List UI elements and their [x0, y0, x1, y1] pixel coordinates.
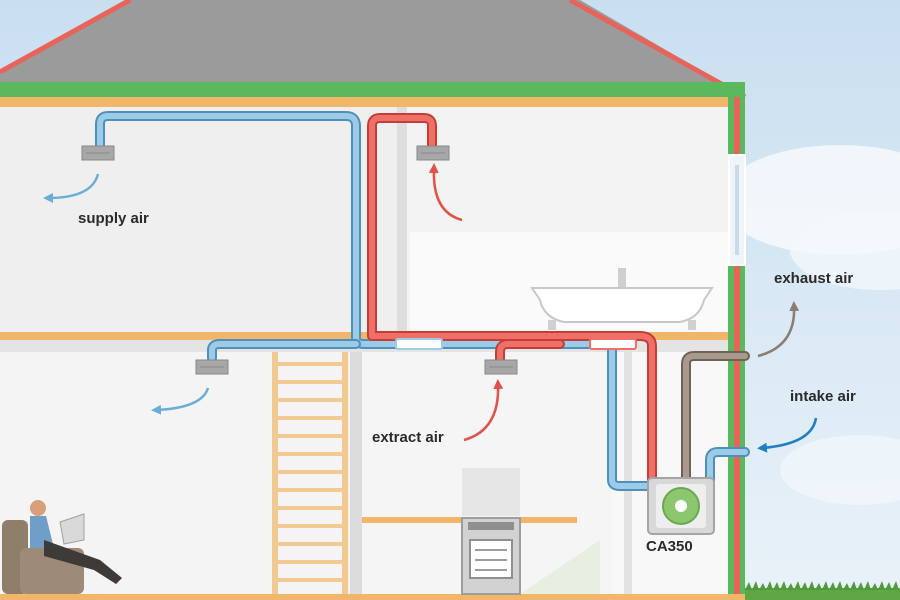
staircase — [272, 352, 348, 594]
extract-air-arrow-upper — [428, 163, 463, 222]
exhaust-duct — [681, 351, 750, 485]
upper-left-room — [0, 107, 403, 332]
lower-partition-right — [624, 352, 632, 600]
exterior-wall-inner — [734, 97, 740, 600]
roof — [0, 0, 738, 92]
mvhr-unit — [647, 477, 715, 535]
upper-partition — [397, 107, 407, 332]
supply-air-arrow-upper — [43, 173, 100, 203]
cloud — [790, 210, 900, 290]
duct-sleeve — [589, 338, 637, 350]
extract-air-label: extract air — [372, 429, 444, 446]
unit-model-label: CA350 — [646, 538, 693, 555]
intake-air-arrow — [757, 417, 818, 453]
roof-edge-right — [568, 0, 747, 100]
floor-shadow — [520, 540, 600, 594]
extract-duct-network — [367, 113, 657, 485]
grass-blades — [745, 581, 900, 590]
vent-grilles — [86, 152, 513, 368]
intake-air-label: intake air — [790, 388, 856, 405]
roof-edge-left — [0, 0, 132, 75]
exhaust-air-arrow — [757, 301, 800, 358]
window-pane — [735, 165, 739, 255]
person-in-armchair — [2, 500, 122, 594]
cooker — [461, 517, 521, 595]
extract-air-arrow-lower — [463, 379, 504, 442]
supply-duct-network — [95, 111, 750, 491]
loft-floor-beam — [0, 97, 735, 107]
supply-air-label: supply air — [78, 210, 149, 227]
cooker-hood — [462, 468, 520, 516]
duct-sleeve — [395, 338, 443, 350]
eaves-band — [0, 82, 745, 97]
ground — [745, 588, 900, 600]
ground-floor-line — [0, 594, 745, 600]
cloud — [780, 435, 900, 505]
middle-floor-beam — [0, 332, 728, 340]
lower-partition — [350, 352, 362, 600]
exhaust-air-label: exhaust air — [774, 270, 854, 287]
supply-air-arrow-lower — [151, 387, 210, 415]
bathtub — [530, 268, 714, 330]
